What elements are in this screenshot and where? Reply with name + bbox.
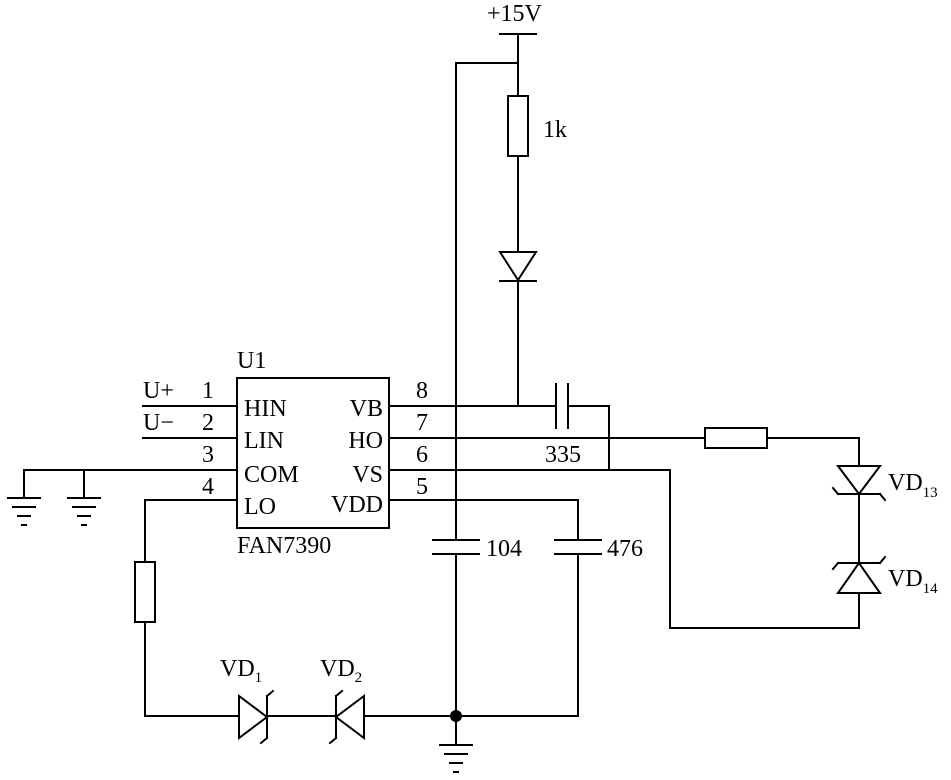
diode-vd1-label: VD1	[220, 656, 262, 686]
capacitor-335: 335	[545, 383, 610, 471]
ground-symbol-left-1	[7, 469, 41, 526]
resistor-ho	[704, 427, 768, 449]
resistor-1k	[507, 95, 529, 157]
pin-name-lo: LO	[244, 494, 276, 520]
ground-symbol-bottom	[439, 715, 473, 773]
capacitor-476: 476	[554, 536, 643, 717]
pin-num-6: 6	[416, 442, 428, 468]
pin-num-3: 3	[202, 442, 214, 468]
ic-part: FAN7390	[237, 533, 331, 559]
right-pin-wires	[388, 405, 860, 629]
pin-name-vdd: VDD	[331, 492, 383, 518]
bootstrap-diode	[498, 251, 538, 282]
diode-vd1	[238, 694, 269, 740]
supply-rail: +15V	[455, 1, 543, 64]
diode-vd2	[334, 694, 365, 740]
capacitor-335-label: 335	[545, 442, 581, 468]
pin-num-1: 1	[202, 378, 214, 404]
diode-vd13-label: VD13	[888, 470, 938, 501]
ic-body	[236, 377, 390, 529]
resistor-lo	[134, 561, 156, 623]
ic-u1: U1 FAN7390 HIN LIN COM LO VB HO VS VDD 1…	[143, 348, 428, 559]
gate-resistor	[704, 427, 860, 467]
pin-name-com: COM	[244, 462, 299, 488]
capacitor-104-label: 104	[486, 536, 522, 562]
pin-name-vb: VB	[350, 396, 383, 422]
pin-num-4: 4	[202, 474, 214, 500]
resistor-1k-label: 1k	[543, 117, 567, 143]
bootstrap-branch: 1k	[498, 62, 567, 407]
diode-vd14-label: VD14	[888, 566, 938, 597]
zener-pair: VD13 VD14	[831, 465, 938, 629]
pin-name-vs: VS	[352, 462, 383, 488]
left-pin-wires	[23, 405, 238, 501]
diode-vd14	[836, 561, 882, 594]
lo-branch: VD1 VD2	[134, 499, 579, 745]
ground-symbol-left-2	[67, 469, 101, 526]
pin-num-7: 7	[416, 410, 428, 436]
supply-label: +15V	[487, 1, 543, 27]
signal-u-minus: U−	[143, 410, 174, 436]
ic-ref: U1	[237, 348, 266, 374]
signal-u-plus: U+	[143, 378, 174, 404]
pin-name-lin: LIN	[244, 428, 284, 454]
capacitor-476-label: 476	[607, 536, 643, 562]
pin-num-2: 2	[202, 410, 214, 436]
pin-name-ho: HO	[348, 428, 383, 454]
diode-vd2-label: VD2	[320, 656, 362, 686]
pin-num-8: 8	[416, 378, 428, 404]
diode-vd13	[836, 465, 882, 496]
pin-name-hin: HIN	[244, 396, 287, 422]
pin-num-5: 5	[416, 474, 428, 500]
capacitor-104: 104	[432, 536, 522, 562]
